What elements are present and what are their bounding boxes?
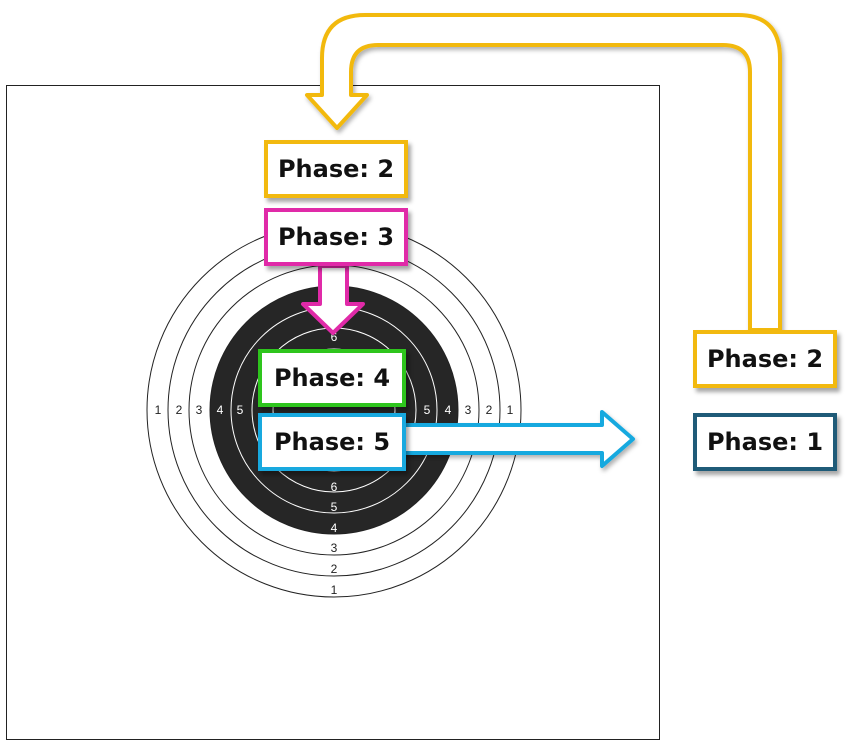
gold-return-arrow (305, 13, 782, 332)
ring-number: 1 (331, 583, 338, 597)
cyan-right-arrow (402, 410, 635, 468)
ring-number: 2 (486, 403, 493, 417)
ring-number: 6 (331, 480, 338, 494)
ring-number: 4 (445, 403, 452, 417)
magenta-down-arrow (301, 264, 365, 335)
ring-number: 3 (331, 541, 338, 555)
ring-number: 6 (331, 330, 338, 344)
phase-box-2-right: Phase: 2 (693, 330, 837, 388)
ring-number: 1 (155, 403, 162, 417)
ring-number: 1 (507, 403, 514, 417)
ring-number: 2 (176, 403, 183, 417)
phase-box-2-top: Phase: 2 (264, 140, 408, 198)
ring-number: 5 (237, 403, 244, 417)
ring-number: 4 (217, 403, 224, 417)
ring-number: 4 (331, 521, 338, 535)
phase-box-4: Phase: 4 (258, 349, 406, 407)
ring-number: 3 (196, 403, 203, 417)
phase-box-3: Phase: 3 (264, 208, 408, 266)
phase-box-5: Phase: 5 (258, 413, 406, 471)
shooting-target: 6 5 4 3 2 1 6 1 2 3 4 5 5 4 3 2 1 (146, 222, 522, 598)
ring-number: 3 (465, 403, 472, 417)
ring-number: 2 (331, 562, 338, 576)
ring-number: 5 (424, 403, 431, 417)
ring-number: 5 (331, 500, 338, 514)
phase-box-1: Phase: 1 (693, 413, 837, 471)
